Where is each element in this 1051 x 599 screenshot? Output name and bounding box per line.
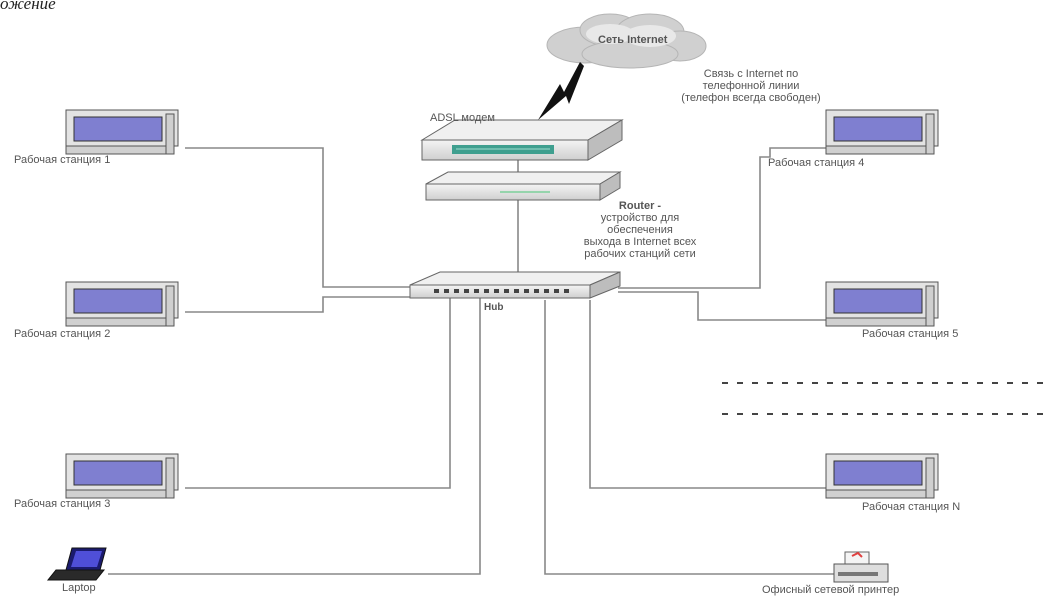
workstation-1-label: Рабочая станция 1 (14, 154, 111, 166)
router-description-line: выхода в Internet всех (583, 236, 697, 248)
wire-ws2-hub (185, 296, 413, 313)
workstation-3-label: Рабочая станция 3 (14, 498, 111, 510)
internet-link-note: Связь с Internet по телефонной линии (те… (636, 68, 866, 104)
printer-label: Офисный сетевой принтер (762, 584, 900, 596)
hub-icon (409, 271, 621, 299)
internet-link-note-line: телефонной линии (702, 80, 800, 92)
workstation-4-label: Рабочая станция 4 (768, 157, 865, 169)
router-description-line: рабочих станций сети (584, 248, 696, 260)
wire-ws3-hub (185, 298, 451, 489)
workstation-5-icon (825, 281, 939, 327)
internet-cloud-label: Сеть Internet (598, 34, 668, 46)
wire-ws5-hub (618, 291, 826, 321)
lightning-bolt-icon (538, 62, 584, 120)
wire-ws1-hub (185, 147, 413, 288)
router-title: Router - (618, 200, 662, 212)
more-stations-dashes (722, 382, 1048, 415)
workstation-5-label: Рабочая станция 5 (862, 328, 959, 340)
network-wires (108, 147, 836, 575)
hub-label: Hub (484, 302, 504, 313)
laptop-icon (46, 547, 107, 581)
workstation-3-icon (65, 453, 179, 499)
router-icon (425, 171, 622, 201)
adsl-modem-icon (420, 119, 624, 161)
laptop-label: Laptop (62, 582, 96, 594)
workstation-4-icon (825, 109, 939, 155)
workstation-2-icon (65, 281, 179, 327)
page-corner-text: ожение (0, 0, 56, 13)
workstation-2-label: Рабочая станция 2 (14, 328, 111, 340)
workstation-1-icon (65, 109, 179, 155)
internet-link-note-line: (телефон всегда свободен) (681, 92, 821, 104)
router-caption: Router - устройство для обеспечения выхо… (515, 200, 765, 260)
internet-link-note-line: Связь с Internet по (703, 68, 799, 80)
printer-icon (833, 551, 889, 583)
router-description-line: обеспечения (607, 224, 673, 236)
adsl-modem-label: ADSL модем (430, 112, 495, 124)
internet-cloud-icon (546, 13, 707, 69)
workstation-n-label: Рабочая станция N (862, 501, 961, 513)
router-description-line: устройство для (600, 212, 680, 224)
wire-wsN-hub (589, 300, 826, 489)
wire-ws4-hub (618, 147, 826, 289)
wire-laptop-hub (108, 298, 481, 575)
workstation-n-icon (825, 453, 939, 499)
wire-printer-hub (544, 300, 836, 575)
